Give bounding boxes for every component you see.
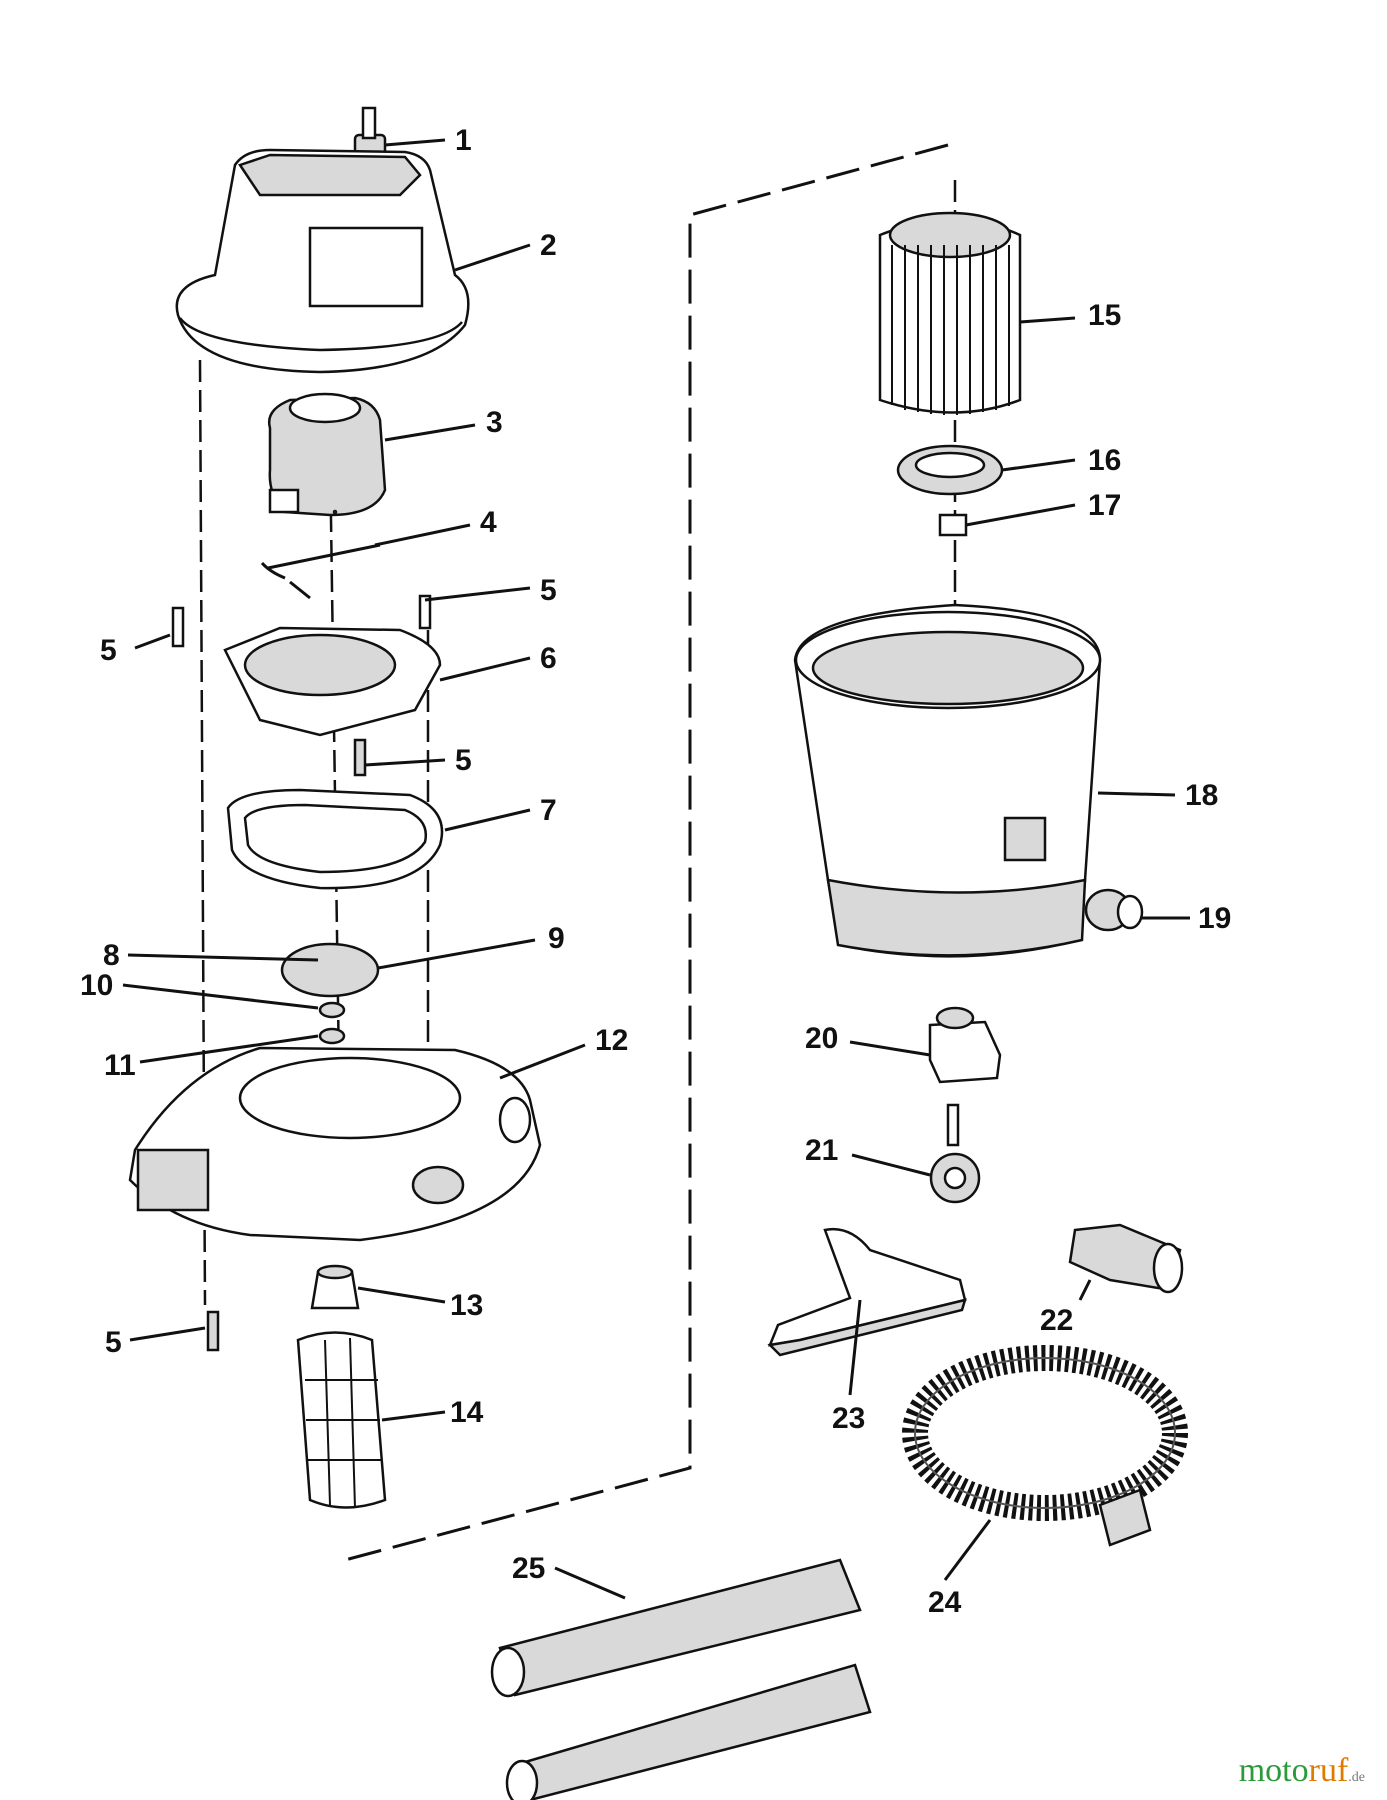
callout-7: 7 [540, 794, 557, 827]
callout-17: 17 [1088, 489, 1121, 522]
watermark-part2: ruf [1308, 1752, 1349, 1789]
callout-13: 13 [450, 1289, 483, 1322]
part-12-lid [128, 1046, 542, 1242]
callout-leader-lines [122, 138, 1190, 1600]
callout-21: 21 [805, 1134, 838, 1167]
part-2-motor-cover [175, 148, 470, 374]
part-23-floor-nozzle [767, 1227, 967, 1357]
callout-19: 19 [1198, 902, 1231, 935]
callout-5b: 5 [100, 634, 117, 667]
watermark-suffix: .de [1348, 1770, 1365, 1785]
callout-12: 12 [595, 1024, 628, 1057]
part-20-caster-socket [928, 1006, 1002, 1084]
part-15-cartridge-filter [878, 211, 1022, 415]
callout-5c: 5 [455, 744, 472, 777]
watermark-part1: moto [1238, 1752, 1309, 1789]
callout-16: 16 [1088, 444, 1121, 477]
part-3-motor [267, 392, 387, 517]
part-24-hose [902, 1345, 1188, 1547]
callout-11: 11 [104, 1049, 136, 1082]
callout-14: 14 [450, 1396, 484, 1429]
callout-22: 22 [1040, 1304, 1073, 1337]
callout-23: 23 [832, 1402, 865, 1435]
callout-18: 18 [1185, 779, 1218, 812]
callout-5d: 5 [105, 1326, 122, 1359]
part-14-float-cage [296, 1331, 387, 1509]
part-7-gasket [226, 788, 444, 890]
part-16-filter-retainer [896, 444, 1004, 496]
part-21-caster [929, 1103, 981, 1204]
callout-9: 9 [548, 922, 565, 955]
part-1-switch [353, 106, 387, 159]
part-5-screws [171, 594, 432, 1352]
callout-5a: 5 [540, 574, 557, 607]
part-19-drain-plug [1084, 888, 1144, 932]
callout-4: 4 [480, 506, 497, 539]
callout-6: 6 [540, 642, 557, 675]
part-22-adapter [1068, 1223, 1184, 1294]
callout-2: 2 [540, 229, 557, 262]
part-6-baffle-plate [223, 626, 442, 737]
callout-8: 8 [103, 939, 120, 972]
part-13-float-cap [310, 1264, 360, 1310]
part-9-impeller [280, 942, 380, 998]
motoruf-watermark: motoruf.de [1239, 1752, 1365, 1790]
callout-15: 15 [1088, 299, 1121, 332]
part-25-extension-wands [490, 1558, 872, 1800]
part-10-11-washers [318, 1001, 346, 1045]
part-17-nut [938, 513, 968, 537]
part-4-wire-assembly [260, 543, 381, 600]
callout-25: 25 [512, 1552, 545, 1585]
part-18-drum [793, 603, 1102, 958]
callout-3: 3 [486, 406, 503, 439]
callout-20: 20 [805, 1022, 838, 1055]
callout-labels: 1 2 3 4 5 5 6 5 7 8 9 10 11 12 5 13 14 1… [80, 124, 1231, 1619]
callout-1: 1 [455, 124, 472, 157]
callout-24: 24 [928, 1586, 962, 1619]
callout-10: 10 [80, 969, 113, 1002]
